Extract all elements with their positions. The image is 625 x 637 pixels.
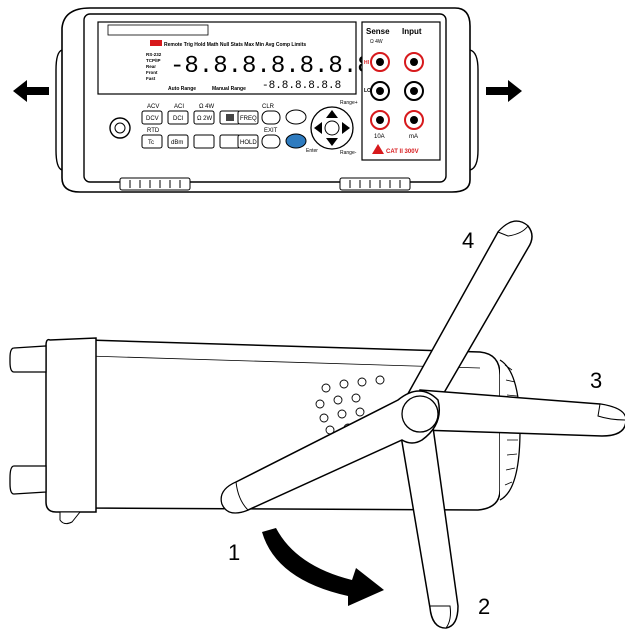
sense-lo-terminal[interactable] xyxy=(370,81,390,101)
ohm-4w-terminal-label: Ω 4W xyxy=(370,39,383,45)
handle-position-2 xyxy=(399,419,459,629)
secondary-readout: -8.8.8.8.8.8 xyxy=(262,80,341,92)
callout-label-3: 3 xyxy=(590,368,602,393)
shift-key[interactable] xyxy=(285,133,307,149)
right-bumper xyxy=(469,49,479,171)
svg-text:Ω 2W: Ω 2W xyxy=(197,116,212,122)
handle-pivot xyxy=(401,395,439,433)
svg-text:DCV: DCV xyxy=(146,116,159,122)
svg-text:ACV: ACV xyxy=(147,104,159,110)
navigation-pad[interactable] xyxy=(310,106,354,150)
vent-holes xyxy=(315,375,385,435)
left-arrow-icon xyxy=(13,80,49,102)
sense-label: Sense xyxy=(366,27,390,36)
svg-text:Ω 4W: Ω 4W xyxy=(199,104,214,110)
input-lo-terminal[interactable] xyxy=(404,81,424,101)
input-label: Input xyxy=(402,27,422,36)
sense-hi-terminal[interactable] xyxy=(370,52,390,72)
svg-text:FREQ: FREQ xyxy=(240,116,257,122)
side-view xyxy=(9,337,521,525)
left-bumper xyxy=(55,49,63,171)
lo-label: LO xyxy=(364,88,371,94)
ohm-2w-key[interactable]: Ω 2W xyxy=(193,110,215,125)
manual-range-text: Manual Range xyxy=(212,86,246,92)
input-hi-terminal[interactable] xyxy=(404,52,424,72)
range-down-label: Range- xyxy=(340,150,357,156)
dci-key[interactable]: DCI xyxy=(167,110,189,125)
svg-text:Rear: Rear xyxy=(146,64,156,69)
auto-range-text: Auto Range xyxy=(168,86,196,92)
rotation-arrow xyxy=(262,528,384,606)
feet xyxy=(119,177,411,191)
hi-label: HI xyxy=(364,60,370,66)
clr-key[interactable] xyxy=(261,110,281,125)
body-seam xyxy=(87,355,481,369)
svg-text:HOLD: HOLD xyxy=(240,140,257,146)
svg-text:EXIT: EXIT xyxy=(264,128,278,134)
warning-icon xyxy=(372,144,384,154)
handle-position-1 xyxy=(220,390,440,514)
enter-label: Enter xyxy=(306,148,318,154)
svg-text:Front: Front xyxy=(146,70,158,75)
amps-ma-terminal[interactable] xyxy=(404,110,424,130)
continuity-key[interactable] xyxy=(219,110,241,125)
annunciator-row: Remote Trig Hold Math Null Stats Max Min… xyxy=(164,42,306,48)
primary-readout: -8.8.8.8.8.8.8 xyxy=(170,53,372,80)
front-bumper-lip-lower xyxy=(9,465,47,495)
dcv-key[interactable]: DCV xyxy=(141,110,163,125)
svg-text:ACI: ACI xyxy=(174,104,184,110)
remote-annunciator xyxy=(150,40,162,46)
amps-ma-label: mA xyxy=(409,134,418,140)
math-key[interactable] xyxy=(193,134,215,149)
handle-position-4 xyxy=(398,220,533,411)
svg-text:RTD: RTD xyxy=(147,128,160,134)
amps-10a-label: 10A xyxy=(374,134,385,140)
svg-text:Fast: Fast xyxy=(146,76,156,81)
front-bumper-lip xyxy=(9,345,47,373)
callout-label-4: 4 xyxy=(462,228,474,253)
cat-rating-label: CAT II 300V xyxy=(386,149,419,155)
dbm-key[interactable]: dBm xyxy=(167,134,189,149)
hold-key[interactable]: HOLD xyxy=(237,134,259,149)
display-key[interactable] xyxy=(285,109,307,125)
keypad-row-1: ACV ACI Ω 4W CLR DCV DCI Ω 2W FREQ xyxy=(141,104,307,125)
svg-text:RS-232: RS-232 xyxy=(146,52,162,57)
handle-position-3 xyxy=(419,389,625,437)
svg-text:DCI: DCI xyxy=(173,116,184,122)
svg-text:Tc: Tc xyxy=(148,140,154,146)
keypad-row-2: RTD EXIT Tc dBm HOLD xyxy=(141,128,307,149)
range-up-label: Range+ xyxy=(340,100,358,106)
svg-text:CLR: CLR xyxy=(262,104,275,110)
tc-key[interactable]: Tc xyxy=(141,134,163,149)
stats-key[interactable] xyxy=(219,134,241,149)
right-arrow-icon xyxy=(486,80,522,102)
exit-key[interactable] xyxy=(261,134,281,149)
left-annunciators: RS-232 TCP/IP Rear Front Fast xyxy=(146,52,162,81)
callout-label-1: 1 xyxy=(228,540,240,565)
power-button-inner xyxy=(114,122,126,134)
brand-strip xyxy=(107,24,209,36)
bottom-foot xyxy=(59,511,82,525)
svg-text:dBm: dBm xyxy=(171,140,183,146)
front-bumper-side xyxy=(45,337,97,513)
svg-text:TCP/IP: TCP/IP xyxy=(146,58,161,63)
callout-label-2: 2 xyxy=(478,594,490,619)
freq-key[interactable]: FREQ xyxy=(237,110,259,125)
amps-10a-terminal[interactable] xyxy=(370,110,390,130)
front-panel-view: Remote Trig Hold Math Null Stats Max Min… xyxy=(55,7,479,193)
